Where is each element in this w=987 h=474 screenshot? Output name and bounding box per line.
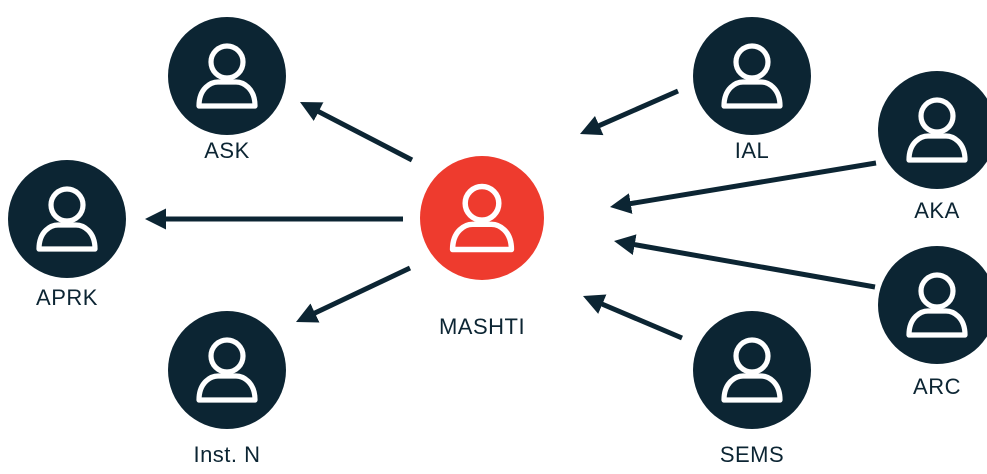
- person-icon: [906, 97, 968, 163]
- node-label-ask: ASK: [204, 138, 250, 163]
- node-label-inst-n: Inst. N: [193, 442, 260, 467]
- node-label-ial: IAL: [735, 138, 770, 163]
- person-icon: [721, 337, 783, 403]
- node-sems[interactable]: SEMS: [693, 311, 811, 467]
- node-label-arc: ARC: [913, 374, 961, 399]
- node-ask[interactable]: ASK: [168, 17, 286, 163]
- node-label-mashti: MASHTI: [439, 314, 525, 339]
- person-icon: [196, 43, 258, 109]
- node-label-aprk: APRK: [36, 285, 98, 310]
- arrows-layer: [144, 88, 877, 341]
- arrow-ask: [299, 102, 414, 163]
- arrow-aka: [609, 160, 877, 214]
- person-icon: [196, 337, 258, 403]
- arrow-inst-n: [296, 265, 412, 323]
- arrow-arc: [613, 234, 876, 290]
- node-arc[interactable]: ARC: [878, 246, 987, 399]
- node-ial[interactable]: IAL: [693, 17, 811, 163]
- node-inst-n[interactable]: Inst. N: [168, 311, 286, 467]
- node-aka[interactable]: AKA: [878, 71, 987, 223]
- person-icon: [449, 183, 515, 253]
- node-label-aka: AKA: [914, 198, 960, 223]
- arrow-sems: [582, 294, 683, 341]
- nodes-layer: MASHTI ASK APRK Inst. N IAL AKA ARC SEMS: [8, 17, 987, 467]
- person-icon: [36, 186, 98, 252]
- arrow-ial: [579, 88, 680, 136]
- node-aprk[interactable]: APRK: [8, 160, 126, 310]
- person-icon: [906, 272, 968, 338]
- person-icon: [721, 43, 783, 109]
- node-label-sems: SEMS: [720, 442, 784, 467]
- node-mashti[interactable]: MASHTI: [420, 156, 544, 339]
